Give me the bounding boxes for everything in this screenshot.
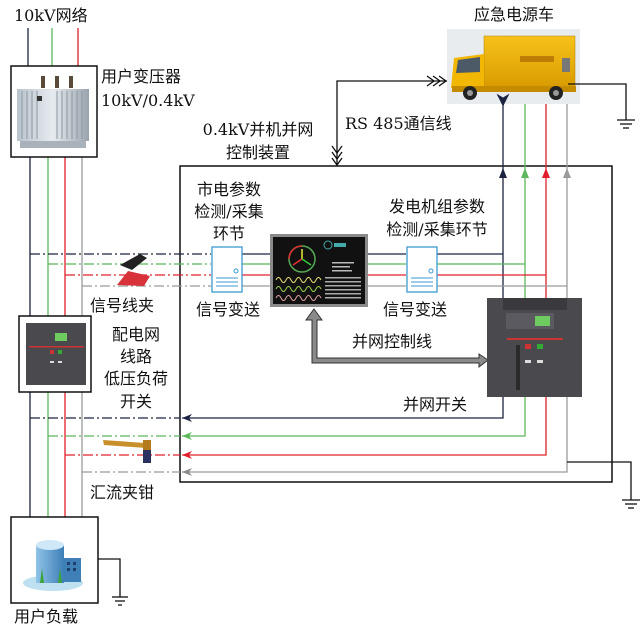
signal-transmitter-icon	[406, 246, 438, 293]
mains-param-line3: 环节	[212, 224, 245, 243]
generator-output-lines	[496, 93, 571, 300]
signal-clip-label: 信号线夹	[90, 296, 155, 315]
gen-param-line1: 发电机组参数	[388, 197, 485, 216]
transformer-icon	[10, 65, 98, 158]
controller-label-line1: 0.4kV并机并网	[202, 120, 314, 139]
transformer-title: 用户变压器	[101, 67, 182, 86]
signal-tx-left-label: 信号变送	[195, 300, 260, 319]
load-ground	[98, 558, 128, 606]
busbar-clamp-label: 汇流夹钳	[90, 483, 155, 502]
load-switch-line1: 配电网	[111, 325, 160, 344]
rs485-line	[331, 75, 448, 167]
emergency-power-truck-icon	[447, 29, 580, 104]
grid-switch-label: 并网开关	[403, 395, 468, 414]
emergency-vehicle-label: 应急电源车	[473, 5, 554, 24]
gen-param-line2: 检测/采集环节	[386, 220, 488, 239]
load-switch-line2: 线路	[119, 347, 152, 366]
grid-connection-breaker-icon	[487, 298, 582, 397]
grid-switch-output-lines	[182, 397, 568, 476]
load-switch-line4: 开关	[119, 392, 152, 411]
truck-ground	[568, 83, 635, 129]
rs485-label: RS 485通信线	[345, 114, 452, 133]
user-load-label: 用户负载	[14, 607, 79, 626]
mains-param-line2: 检测/采集	[194, 202, 264, 221]
controller-display-icon	[270, 234, 368, 307]
controller-label-line2: 控制装置	[225, 143, 290, 162]
busbar-feed-lines	[30, 417, 180, 473]
load-switch-line3: 低压负荷	[103, 369, 168, 388]
transmitter-links	[242, 253, 406, 287]
mains-param-line1: 市电参数	[196, 180, 261, 199]
building-icon	[10, 516, 99, 604]
frame-ground	[567, 461, 640, 509]
signal-tx-right-label: 信号变送	[382, 300, 447, 319]
busbar-clamp-icon	[103, 440, 151, 463]
grid-control-line-label: 并网控制线	[352, 332, 433, 351]
controller-frame	[179, 165, 613, 483]
generator-sense-lines	[437, 253, 567, 287]
grid-10kv-label: 10kV网络	[14, 6, 88, 25]
low-voltage-breaker-icon	[18, 315, 92, 393]
signal-transmitter-icon	[211, 246, 243, 293]
signal-clip-icon	[117, 254, 150, 286]
grid-10kv-feed	[27, 28, 79, 66]
transformer-rating: 10kV/0.4kV	[101, 91, 195, 110]
